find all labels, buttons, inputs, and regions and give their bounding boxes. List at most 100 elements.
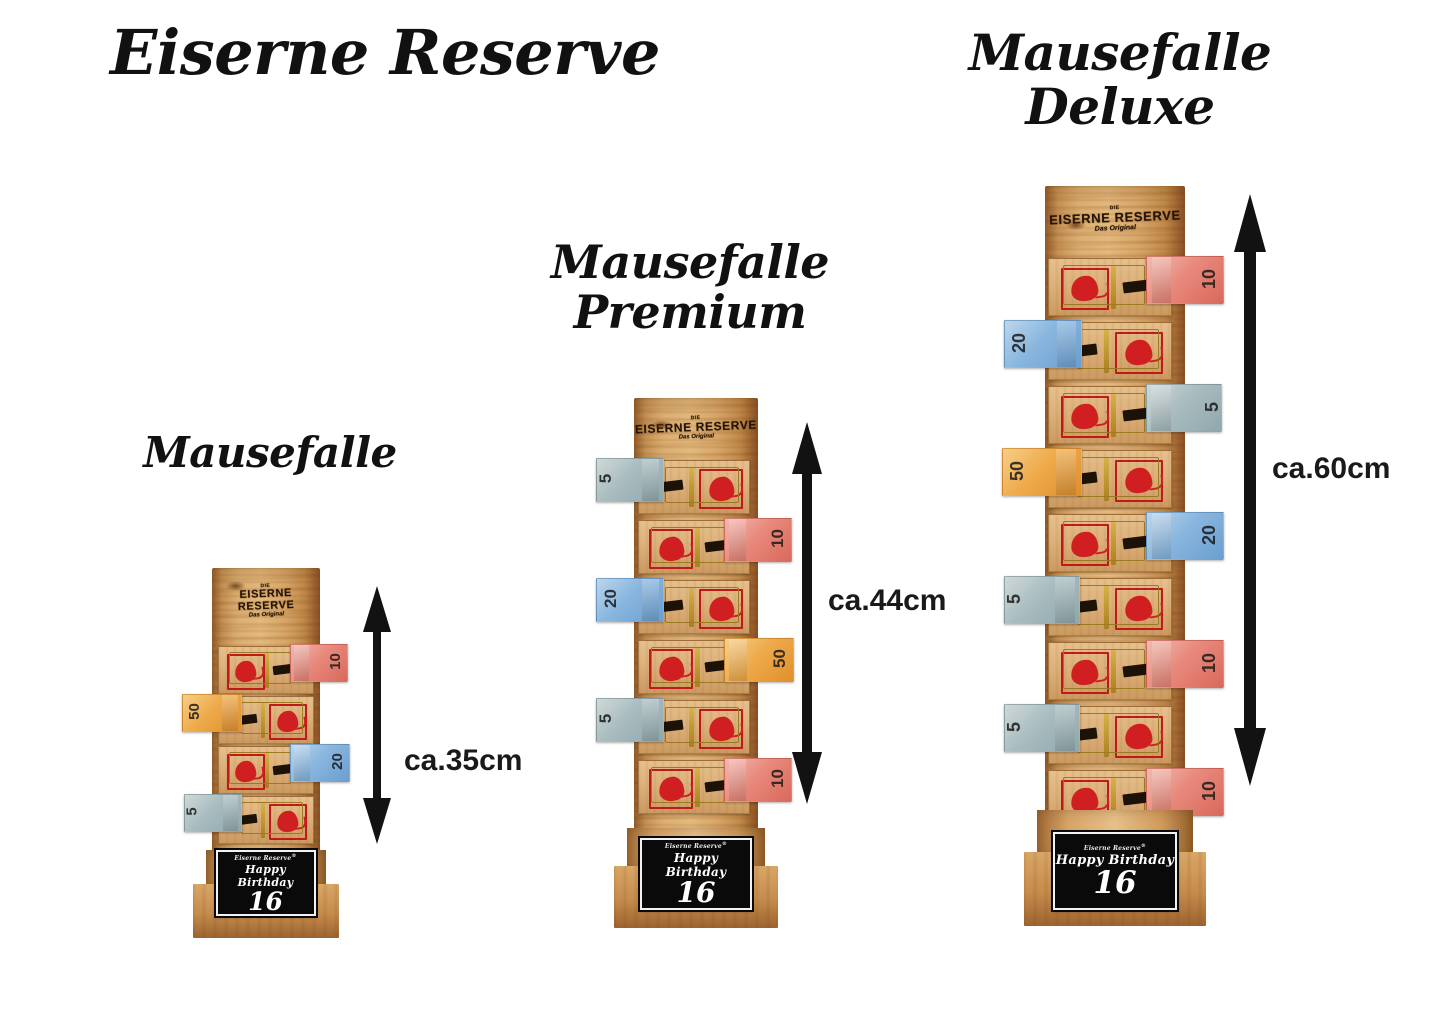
trap-spring-bar xyxy=(1104,329,1109,373)
plaque-brand-text: Eiserne Reserve xyxy=(1083,845,1141,852)
wood-brand-engraving: DIE EISERNE RESERVE Das Original xyxy=(634,414,759,443)
mouse-graphic xyxy=(699,469,743,509)
engraving-sub: Das Original xyxy=(678,433,715,441)
brand-title: Eiserne Reserve xyxy=(110,16,660,89)
plaque-brand: Eiserne Reserve® xyxy=(234,853,296,862)
trap-spring-bar xyxy=(1111,265,1116,309)
banknote-50: 50 xyxy=(182,694,242,732)
note-denomination: 50 xyxy=(185,703,203,720)
engraving-pre: DIE xyxy=(259,582,270,590)
plaque-brand: Eiserne Reserve® xyxy=(1084,843,1146,852)
banknote-5: 5 xyxy=(1146,384,1222,432)
note-stripe xyxy=(728,519,747,561)
birthday-plaque: Eiserne Reserve® Happy Birthday 16 xyxy=(640,838,752,910)
note-stripe xyxy=(641,459,660,501)
note-denomination: 10 xyxy=(327,653,345,670)
engraving-pre: DIE xyxy=(1109,204,1120,212)
banknote-20: 20 xyxy=(596,578,664,622)
note-denomination: 10 xyxy=(768,529,788,548)
plaque-age: 16 xyxy=(676,876,716,909)
plaque-brand: Eiserne Reserve® xyxy=(665,841,727,850)
note-denomination: 20 xyxy=(329,753,347,770)
note-denomination: 50 xyxy=(770,649,790,668)
height-arrow-mausefalle xyxy=(363,586,391,844)
engraving-main: EISERNE RESERVE xyxy=(237,587,295,613)
product-title-line-2: Premium xyxy=(573,284,807,339)
wood-brand-engraving: DIE EISERNE RESERVE Das Original xyxy=(211,582,320,621)
mousetrap xyxy=(1048,386,1172,444)
banknote-10: 10 xyxy=(724,518,792,562)
note-stripe xyxy=(1055,705,1075,751)
mouse-graphic xyxy=(1115,460,1163,502)
note-stripe xyxy=(1151,641,1172,687)
plaque-age: 16 xyxy=(1093,865,1137,901)
mouse-graphic xyxy=(1061,268,1109,310)
trap-spring-bar xyxy=(695,767,700,807)
banknote-20: 20 xyxy=(1004,320,1082,368)
note-denomination: 5 xyxy=(1004,593,1025,605)
banknote-10: 10 xyxy=(1146,256,1224,304)
plaque-brand-reg: ® xyxy=(1140,843,1147,849)
note-denomination: 5 xyxy=(1201,401,1222,413)
mouse-graphic xyxy=(1115,332,1163,374)
product-title-line-1: Mausefalle xyxy=(550,235,830,289)
engraving-sub: Das Original xyxy=(1094,224,1137,233)
product-title-line-1: Mausefalle xyxy=(968,23,1272,82)
mouse-graphic xyxy=(227,654,265,690)
note-denomination: 20 xyxy=(1198,524,1219,546)
trap-spring-bar xyxy=(689,587,694,627)
banknote-10: 10 xyxy=(1146,640,1224,688)
plaque-brand-reg: ® xyxy=(721,841,728,847)
dimension-label-mausefalle-deluxe: ca.60cm xyxy=(1272,452,1391,485)
note-denomination: 20 xyxy=(1009,332,1030,354)
mouse-graphic xyxy=(1061,396,1109,438)
dimension-label-mausefalle-premium: ca.44cm xyxy=(828,584,947,617)
mouse-graphic xyxy=(269,804,307,840)
product-title-mausefalle-premium: Mausefalle Premium xyxy=(530,235,850,339)
note-denomination: 10 xyxy=(1198,268,1219,290)
note-denomination: 20 xyxy=(600,589,620,608)
mouse-graphic xyxy=(699,589,743,629)
product-title-mausefalle: Mausefalle xyxy=(143,428,397,477)
wood-brand-engraving: DIE EISERNE RESERVE Das Original xyxy=(1045,203,1186,235)
mouse-graphic xyxy=(269,704,307,740)
trap-spring-bar xyxy=(1104,585,1109,629)
birthday-plaque: Eiserne Reserve® Happy Birthday 16 xyxy=(215,850,316,916)
note-stripe xyxy=(1151,385,1171,431)
product-image-mausefalle: DIE EISERNE RESERVE Das Original 10 xyxy=(178,568,353,938)
plaque-greeting: Happy Birthday xyxy=(1055,853,1175,868)
banknote-5: 5 xyxy=(596,458,664,502)
plaque-brand-text: Eiserne Reserve xyxy=(664,843,722,850)
trap-spring-bar xyxy=(1111,393,1116,437)
engraving-pre: DIE xyxy=(690,414,701,422)
banknote-5: 5 xyxy=(1004,704,1080,752)
trap-spring-bar xyxy=(689,707,694,747)
plaque-greeting: Happy Birthday xyxy=(665,851,727,879)
note-stripe xyxy=(1151,257,1172,303)
note-stripe xyxy=(1056,321,1077,367)
mouse-graphic xyxy=(1115,716,1163,758)
banknote-50: 50 xyxy=(724,638,794,682)
banknote-50: 50 xyxy=(1002,448,1082,496)
product-title-line-2: Deluxe xyxy=(1025,77,1215,136)
engraving-main: EISERNE RESERVE xyxy=(634,417,758,437)
banknote-5: 5 xyxy=(184,794,242,832)
note-stripe xyxy=(1151,769,1172,815)
trap-spring-bar xyxy=(695,527,700,567)
plaque-age: 16 xyxy=(248,886,283,916)
note-stripe xyxy=(641,579,660,621)
mouse-graphic xyxy=(227,754,265,790)
note-denomination: 5 xyxy=(596,713,616,724)
mouse-graphic xyxy=(1061,652,1109,694)
trap-spring-bar xyxy=(1111,777,1116,821)
trap-spring-bar xyxy=(689,467,694,507)
note-stripe xyxy=(641,699,660,741)
plaque-brand-reg: ® xyxy=(291,852,297,859)
note-denomination: 5 xyxy=(1004,721,1025,733)
mouse-graphic xyxy=(649,529,693,569)
plaque-greeting: Happy Birthday xyxy=(237,862,294,889)
mouse-graphic xyxy=(1115,588,1163,630)
trap-spring-bar xyxy=(1104,457,1109,501)
banknote-10: 10 xyxy=(1146,768,1224,816)
